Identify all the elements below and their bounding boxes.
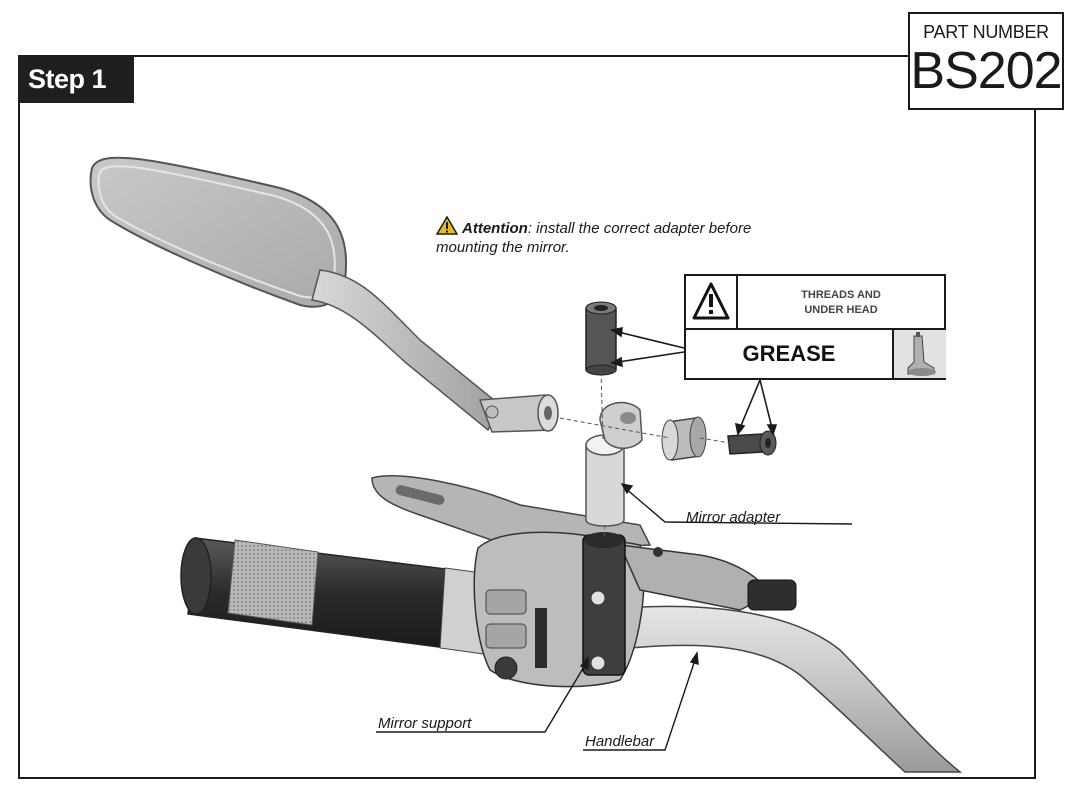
grease-title: GREASE [742, 341, 836, 366]
grease-label: THREADS AND UNDER HEAD GREASE [684, 274, 946, 380]
warning-exclamation-icon [692, 282, 730, 320]
step-label: Step 1 [18, 55, 134, 103]
mirror-support [582, 532, 626, 676]
spacer-bushing [661, 416, 707, 461]
attention-note: Attention: install the correct adapter b… [436, 216, 796, 257]
mounting-screw [727, 430, 777, 456]
grease-arrows [609, 326, 778, 436]
callout-mirror-support: Mirror support [378, 715, 472, 732]
mirror-adapter [585, 401, 643, 527]
attention-message: : install the correct adapter before mou… [436, 220, 752, 256]
callout-mirror-adapter: Mirror adapter [686, 509, 781, 526]
grease-instruction: THREADS AND UNDER HEAD [738, 276, 944, 328]
part-number-heading: PART NUMBER [923, 22, 1049, 42]
grease-warning-cell [686, 276, 738, 328]
attention-title: Attention [462, 220, 528, 237]
assembly-axis-lines [559, 371, 731, 539]
grease-tube-icon [894, 330, 946, 378]
warning-triangle-icon [436, 216, 458, 235]
grease-instruction-line2: UNDER HEAD [804, 304, 878, 316]
switch-housing [473, 531, 797, 688]
handlebar [599, 605, 963, 773]
callout-handlebar: Handlebar [585, 733, 655, 750]
brake-lever [371, 475, 652, 551]
part-number-value: BS202 [910, 42, 1062, 100]
handlebar-grip [180, 537, 491, 655]
part-number-box: PART NUMBER BS202 [908, 12, 1064, 110]
grease-label-top: THREADS AND UNDER HEAD [686, 276, 944, 330]
diagram-frame [18, 55, 1036, 779]
rear-view-mirror [89, 156, 559, 433]
grease-instruction-line1: THREADS AND [801, 289, 881, 301]
callout-leaders [376, 483, 853, 751]
threaded-insert [585, 301, 617, 376]
grease-tube-cell [892, 330, 946, 378]
